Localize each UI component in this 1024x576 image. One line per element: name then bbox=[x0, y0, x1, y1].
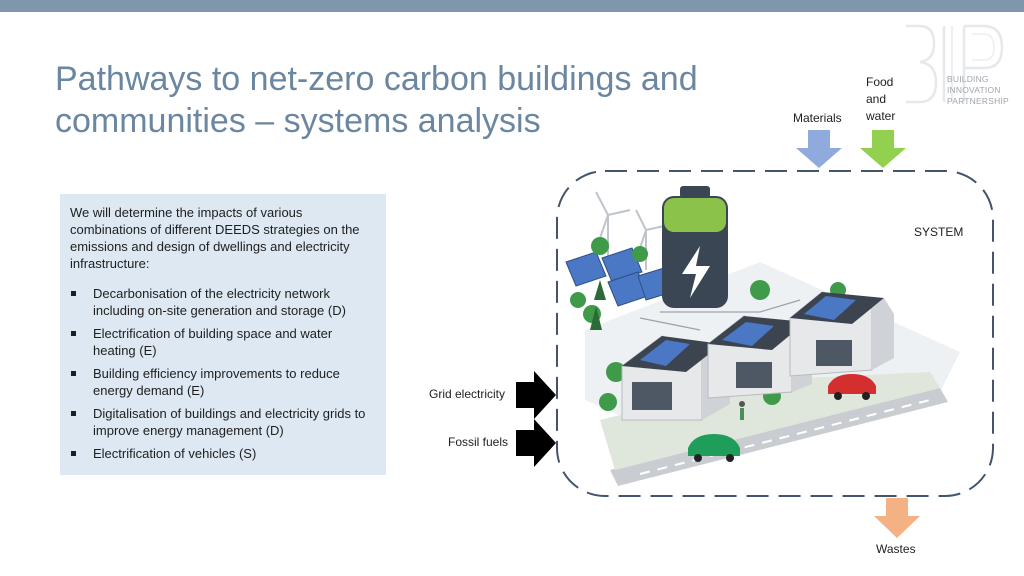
strategy-list: Decarbonisation of the electricity netwo… bbox=[70, 285, 378, 462]
grass-strip bbox=[600, 372, 940, 470]
system-label: SYSTEM bbox=[914, 225, 964, 239]
wind-turbine-icon bbox=[595, 191, 665, 270]
list-item-text: Decarbonisation of the electricity netwo… bbox=[93, 286, 346, 318]
bullet-marker bbox=[71, 411, 76, 416]
power-lines bbox=[639, 299, 801, 331]
grid-electricity-label: Grid electricity bbox=[429, 387, 506, 401]
materials-arrow bbox=[796, 130, 842, 168]
logo-text-line: BUILDING bbox=[947, 74, 989, 84]
list-item-text: Electrification of vehicles (S) bbox=[93, 446, 257, 461]
logo-text-line: INNOVATION bbox=[947, 85, 1001, 95]
wastes-label: Wastes bbox=[876, 542, 916, 556]
electric-car-icon bbox=[828, 374, 876, 400]
community-illustration bbox=[565, 186, 960, 486]
list-item: Electrification of vehicles (S) bbox=[70, 445, 378, 462]
bip-logo: BUILDING INNOVATION PARTNERSHIP bbox=[900, 22, 1015, 112]
food-water-arrow bbox=[860, 130, 906, 168]
list-item: Decarbonisation of the electricity netwo… bbox=[70, 285, 378, 319]
wastes-arrow bbox=[874, 498, 920, 538]
bullet-marker bbox=[71, 331, 76, 336]
logo-text-line: PARTNERSHIP bbox=[947, 96, 1009, 106]
battery-icon bbox=[662, 186, 728, 308]
fossil-fuels-label: Fossil fuels bbox=[448, 435, 509, 449]
list-item: Electrification of building space and wa… bbox=[70, 325, 378, 359]
bullet-marker bbox=[71, 451, 76, 456]
person-icon bbox=[739, 401, 745, 420]
list-item-text: Building efficiency improvements to redu… bbox=[93, 366, 340, 398]
bullet-marker bbox=[71, 371, 76, 376]
fossil-fuels-arrow bbox=[516, 419, 556, 467]
road bbox=[610, 388, 948, 486]
list-item: Digitalisation of buildings and electric… bbox=[70, 405, 378, 439]
system-boundary bbox=[556, 170, 994, 497]
list-item-text: Digitalisation of buildings and electric… bbox=[93, 406, 366, 438]
grid-electricity-arrow bbox=[516, 371, 556, 419]
house-icon bbox=[789, 291, 894, 377]
strategies-textbox: We will determine the impacts of various… bbox=[60, 194, 386, 475]
top-accent-bar bbox=[0, 0, 1024, 12]
materials-label: Materials bbox=[793, 111, 842, 125]
food-water-label: Food and water bbox=[866, 75, 896, 123]
list-item-text: Electrification of building space and wa… bbox=[93, 326, 333, 358]
electric-car-icon bbox=[688, 434, 740, 462]
slide-title: Pathways to net-zero carbon buildings an… bbox=[55, 60, 698, 140]
bullet-marker bbox=[71, 291, 76, 296]
list-item: Building efficiency improvements to redu… bbox=[70, 365, 378, 399]
intro-text: We will determine the impacts of various… bbox=[70, 205, 360, 271]
